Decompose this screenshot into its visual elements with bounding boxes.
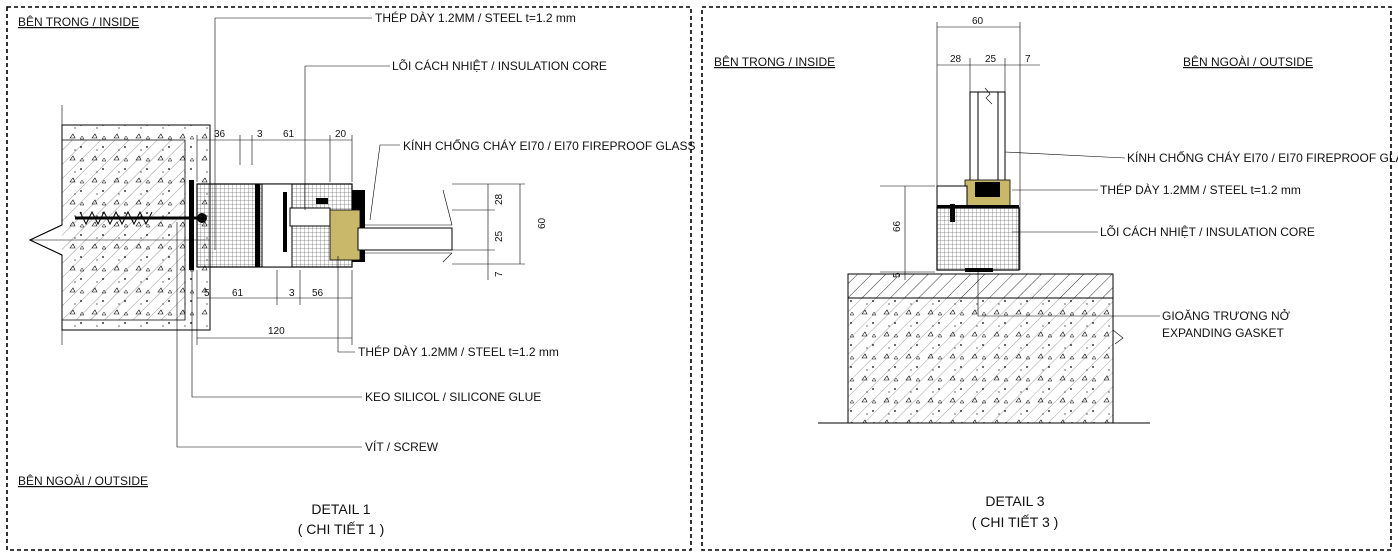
dim-right-2: 25 <box>494 230 505 242</box>
dim-bottom-2: 61 <box>232 288 244 299</box>
panel-1-leaders <box>176 17 400 448</box>
dim-right-1: 28 <box>494 193 505 205</box>
callout-3-steel: THÉP DÀY 1.2MM / STEEL t=1.2 mm <box>1100 182 1301 197</box>
floor-slab <box>818 273 1150 424</box>
callout-3-gasket-vi: GIOĂNG TRƯƠNG NỞ <box>1162 308 1291 323</box>
callout-screw: VÍT / SCREW <box>365 439 439 454</box>
dim-width: 60 <box>972 16 984 27</box>
inside-label-2: BÊN TRONG / INSIDE <box>714 54 835 69</box>
detail-3-top-dimensions: 60 28 25 7 <box>936 16 1040 92</box>
callout-fireproof-glass: KÍNH CHỐNG CHÁY EI70 / EI70 FIREPROOF GL… <box>403 138 696 153</box>
top-dimensions: 36 3 61 20 <box>196 129 353 182</box>
panel-2-leaders <box>977 151 1160 317</box>
frame-profile <box>196 183 453 268</box>
outside-label-2: BÊN NGOÀI / OUTSIDE <box>1183 54 1313 69</box>
dim-top-3: 61 <box>283 129 295 140</box>
callout-insulation-core: LÕI CÁCH NHIỆT / INSULATION CORE <box>392 58 607 73</box>
panel-2-title: DETAIL 3 <box>985 493 1044 509</box>
dim-bottom-4: 56 <box>312 288 324 299</box>
dim-top-2: 3 <box>257 129 263 140</box>
panel-1-title: DETAIL 1 <box>311 501 370 517</box>
panel-2-border <box>701 6 1392 551</box>
callout-3-gasket-en: EXPANDING GASKET <box>1162 326 1284 340</box>
callout-silicone-glue: KEO SILICOL / SILICONE GLUE <box>365 390 541 404</box>
callout-3-insulation-core: LÕI CÁCH NHIỆT / INSULATION CORE <box>1100 224 1315 239</box>
callout-steel-top: THÉP DÀY 1.2MM / STEEL t=1.2 mm <box>375 10 576 25</box>
dim-height: 60 <box>537 217 548 229</box>
callout-steel-bottom: THÉP DÀY 1.2MM / STEEL t=1.2 mm <box>358 344 559 359</box>
dim-top-7: 7 <box>1025 54 1031 65</box>
dim-bottom-1: 5 <box>204 288 210 299</box>
dim-height-66: 66 <box>892 220 903 232</box>
silicone-joint <box>189 180 194 270</box>
concrete-wall-section <box>28 105 211 345</box>
panel-2-subtitle: ( CHI TIẾT 3 ) <box>972 514 1059 530</box>
detail-3-panel: BÊN TRONG / INSIDE BÊN NGOÀI / OUTSIDE 6… <box>701 6 1398 551</box>
dim-right-3: 7 <box>494 271 505 277</box>
panel-1-border <box>6 6 692 551</box>
detail-1-panel: BÊN TRONG / INSIDE BÊN NGOÀI / OUTSIDE <box>6 6 696 551</box>
inside-label: BÊN TRONG / INSIDE <box>18 14 139 29</box>
dim-bottom-3: 3 <box>289 288 295 299</box>
detail-3-frame <box>936 87 1021 272</box>
dim-top-4: 20 <box>335 129 347 140</box>
bottom-dimensions: 5 61 3 56 120 <box>196 270 353 345</box>
dim-top-28: 28 <box>950 54 962 65</box>
callout-3-fireproof-glass: KÍNH CHỐNG CHÁY EI70 / EI70 FIREPROOF GL… <box>1127 150 1398 165</box>
right-dimensions: 28 25 7 60 <box>452 183 548 280</box>
dim-top-25: 25 <box>985 54 997 65</box>
detail-3-left-dimensions: 66 5 <box>880 185 935 280</box>
dim-total: 120 <box>268 326 285 337</box>
outside-label: BÊN NGOÀI / OUTSIDE <box>18 473 148 488</box>
panel-1-subtitle: ( CHI TIẾT 1 ) <box>298 521 385 537</box>
dim-top-1: 36 <box>214 129 226 140</box>
